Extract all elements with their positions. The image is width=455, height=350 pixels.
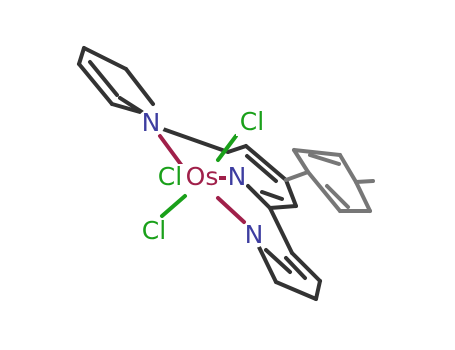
chlorine-bottom-label: Cl xyxy=(142,216,166,245)
nitrogen-upper-label: N xyxy=(142,108,161,137)
bond xyxy=(268,204,298,210)
tolyl-group xyxy=(284,148,375,213)
upper-pyridine-ring xyxy=(77,46,155,114)
nitrogen-center-label: N xyxy=(228,162,247,191)
osmium-label: Os xyxy=(186,162,219,191)
chlorine-right-label: Cl xyxy=(240,107,264,136)
bond xyxy=(274,280,318,301)
coordination-bonds xyxy=(158,134,246,224)
bond xyxy=(77,46,86,66)
bond xyxy=(354,180,372,213)
central-pyridine-ring xyxy=(158,126,298,210)
atom-labels: N Cl Cl Os N Cl N xyxy=(137,107,268,249)
bond xyxy=(290,251,322,283)
label-knockout xyxy=(137,109,165,137)
bond xyxy=(308,153,341,166)
bond xyxy=(110,102,142,114)
bond xyxy=(306,170,342,213)
bond xyxy=(226,144,248,154)
bond xyxy=(338,153,358,184)
bond xyxy=(284,256,307,280)
label-knockout xyxy=(241,222,267,248)
bond xyxy=(314,279,322,301)
bond xyxy=(245,154,278,183)
bond xyxy=(292,148,310,174)
bond xyxy=(354,179,375,184)
bond xyxy=(216,134,238,162)
bond xyxy=(268,206,294,255)
bond xyxy=(284,170,310,182)
bond xyxy=(216,196,246,224)
bond xyxy=(124,67,155,106)
bond xyxy=(118,96,144,114)
bond xyxy=(260,190,284,201)
bond xyxy=(325,184,350,209)
bond xyxy=(77,62,114,106)
bond xyxy=(284,178,298,208)
label-knockout xyxy=(236,108,268,136)
bond xyxy=(88,60,119,97)
bond xyxy=(256,243,278,284)
nitrogen-lower-label: N xyxy=(245,220,264,249)
chlorine-left-label: Cl xyxy=(158,162,182,191)
bond xyxy=(246,184,272,210)
bond xyxy=(244,144,288,182)
label-knockout xyxy=(138,218,170,246)
bond xyxy=(264,248,292,274)
label-knockout xyxy=(226,164,246,192)
bond xyxy=(292,148,342,157)
lower-pyridine-ring xyxy=(256,206,322,301)
label-knockout xyxy=(156,164,186,192)
bond xyxy=(82,46,128,71)
label-knockout xyxy=(185,164,219,192)
bond xyxy=(160,194,187,218)
bond xyxy=(158,126,230,154)
